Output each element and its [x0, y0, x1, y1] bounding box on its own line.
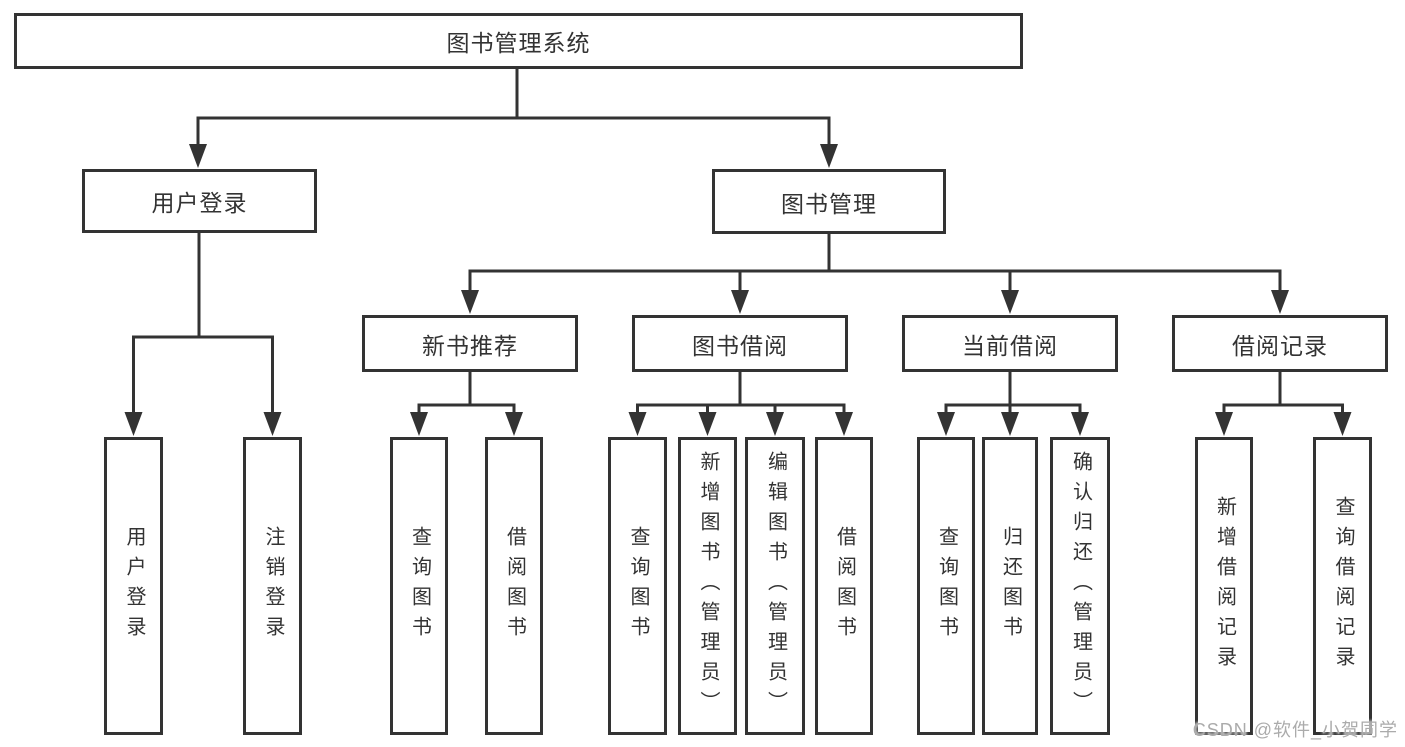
node-book-borrow-label: 图书借阅: [692, 332, 788, 359]
node-borrow-records-label: 借阅记录: [1232, 332, 1328, 359]
leaf-logout-label: 注销登录: [262, 526, 284, 646]
node-root-label: 图书管理系统: [446, 30, 591, 56]
node-current-borrow: 当前借阅: [902, 315, 1118, 372]
node-root: 图书管理系统: [14, 13, 1023, 69]
leaf-user-login: 用户登录: [104, 437, 163, 735]
node-new-book-recommend: 新书推荐: [362, 315, 578, 372]
leaf-query-books-3: 查询图书: [917, 437, 975, 735]
leaf-confirm-return-admin: 确认归还（管理员）: [1050, 437, 1110, 735]
leaf-query-books-1-label: 查询图书: [408, 526, 431, 646]
watermark-text: CSDN @软件_小贺同学: [1192, 720, 1398, 740]
node-current-borrow-label: 当前借阅: [962, 332, 1058, 359]
leaf-return-book-label: 归还图书: [999, 526, 1022, 646]
leaf-borrow-books-2-label: 借阅图书: [833, 526, 856, 646]
node-book-management-label: 图书管理: [781, 190, 877, 217]
node-user-login-branch-label: 用户登录: [151, 190, 248, 216]
leaf-borrow-books-1-label: 借阅图书: [503, 526, 526, 646]
node-user-login-branch: 用户登录: [82, 169, 317, 233]
leaf-add-borrow-record-label: 新增借阅记录: [1213, 496, 1236, 676]
leaf-query-books-1: 查询图书: [390, 437, 448, 735]
leaf-query-borrow-record: 查询借阅记录: [1313, 437, 1372, 735]
node-book-borrow: 图书借阅: [632, 315, 848, 372]
node-new-book-recommend-label: 新书推荐: [422, 332, 518, 359]
leaf-edit-book-admin-label: 编辑图书（管理员）: [764, 451, 787, 721]
leaf-query-books-2: 查询图书: [608, 437, 667, 735]
leaf-add-book-admin: 新增图书（管理员）: [678, 437, 737, 735]
leaf-logout: 注销登录: [243, 437, 302, 735]
leaf-return-book: 归还图书: [982, 437, 1038, 735]
leaf-borrow-books-2: 借阅图书: [815, 437, 873, 735]
leaf-query-books-3-label: 查询图书: [935, 526, 958, 646]
node-borrow-records: 借阅记录: [1172, 315, 1388, 372]
leaf-user-login-label: 用户登录: [123, 526, 145, 646]
leaf-confirm-return-admin-label: 确认归还（管理员）: [1069, 451, 1092, 721]
leaf-add-book-admin-label: 新增图书（管理员）: [697, 451, 719, 721]
arrowhead-group: [124, 144, 1352, 436]
node-book-management: 图书管理: [712, 169, 946, 234]
leaf-query-borrow-record-label: 查询借阅记录: [1332, 496, 1354, 676]
leaf-edit-book-admin: 编辑图书（管理员）: [745, 437, 805, 735]
leaf-query-books-2-label: 查询图书: [627, 526, 649, 646]
leaf-borrow-books-1: 借阅图书: [485, 437, 543, 735]
leaf-add-borrow-record: 新增借阅记录: [1195, 437, 1253, 735]
